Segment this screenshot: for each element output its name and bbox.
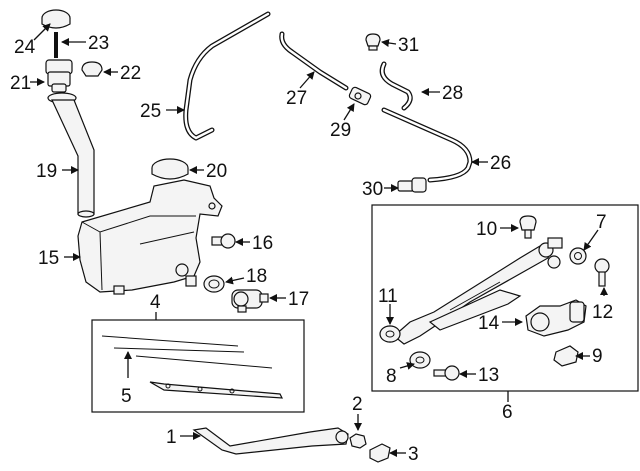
callout-20: 20 xyxy=(206,161,227,182)
callout-8: 8 xyxy=(386,366,397,387)
callout-15: 15 xyxy=(38,248,59,269)
washer-reservoir-15 xyxy=(77,179,223,295)
callout-10: 10 xyxy=(476,219,497,240)
washer-hose-26 xyxy=(381,107,473,183)
filler-pipe-19 xyxy=(47,92,95,218)
bolt-12 xyxy=(594,258,610,287)
wiper-arm-1 xyxy=(192,427,349,455)
callout-28: 28 xyxy=(442,83,463,104)
callout-11: 11 xyxy=(378,286,398,307)
arm-cap-3 xyxy=(369,443,391,463)
callout-24: 24 xyxy=(14,37,36,58)
washer-pump-17 xyxy=(231,289,269,313)
filler-neck-21 xyxy=(45,59,73,93)
washer-hose-27 xyxy=(279,31,349,91)
washer-hose-25 xyxy=(183,11,271,141)
callout-5: 5 xyxy=(121,386,132,407)
callout-12: 12 xyxy=(592,302,613,323)
nut-7 xyxy=(569,247,587,265)
callout-25: 25 xyxy=(140,101,161,122)
wiper-blade-group-box xyxy=(91,319,305,413)
bolt-10 xyxy=(519,215,537,239)
callout-14: 14 xyxy=(478,313,500,334)
level-gauge-23 xyxy=(54,32,58,58)
wiper-blade-inserts-5 xyxy=(101,335,273,369)
callout-19: 19 xyxy=(36,161,57,182)
callout-26: 26 xyxy=(490,153,511,174)
callout-2: 2 xyxy=(352,394,363,415)
hose-joint-29 xyxy=(348,86,372,106)
callout-29: 29 xyxy=(330,120,351,141)
callout-31: 31 xyxy=(398,35,419,56)
grommet-11 xyxy=(379,325,401,343)
callout-4: 4 xyxy=(150,292,161,313)
callout-27: 27 xyxy=(286,88,307,109)
wiper-blade-4 xyxy=(149,381,284,399)
callout-23: 23 xyxy=(88,33,109,54)
wiper-motor-14 xyxy=(525,299,587,337)
callout-9: 9 xyxy=(592,346,603,367)
grommet-18 xyxy=(203,275,225,293)
pump-cap-20 xyxy=(151,158,189,180)
nut-2 xyxy=(349,433,367,449)
grommet-22 xyxy=(81,61,103,77)
callout-13: 13 xyxy=(478,365,499,386)
callout-18: 18 xyxy=(246,266,267,287)
callout-7: 7 xyxy=(596,212,607,233)
callout-30: 30 xyxy=(362,179,383,200)
callout-3: 3 xyxy=(408,444,419,465)
bolt-16 xyxy=(211,233,236,249)
reservoir-cap-24 xyxy=(41,9,71,29)
washer-hose-28 xyxy=(379,61,413,111)
grommet-9 xyxy=(553,345,579,367)
callout-22: 22 xyxy=(120,63,141,84)
callout-21: 21 xyxy=(10,73,31,94)
clip-31 xyxy=(365,33,381,51)
bushing-8 xyxy=(409,351,431,369)
check-valve-30 xyxy=(397,177,427,193)
callout-17: 17 xyxy=(288,289,309,310)
callout-6: 6 xyxy=(502,402,513,423)
callout-16: 16 xyxy=(252,233,273,254)
callout-1: 1 xyxy=(166,427,177,448)
bolt-13 xyxy=(433,365,460,381)
wiper-linkage-group-box xyxy=(371,204,639,392)
